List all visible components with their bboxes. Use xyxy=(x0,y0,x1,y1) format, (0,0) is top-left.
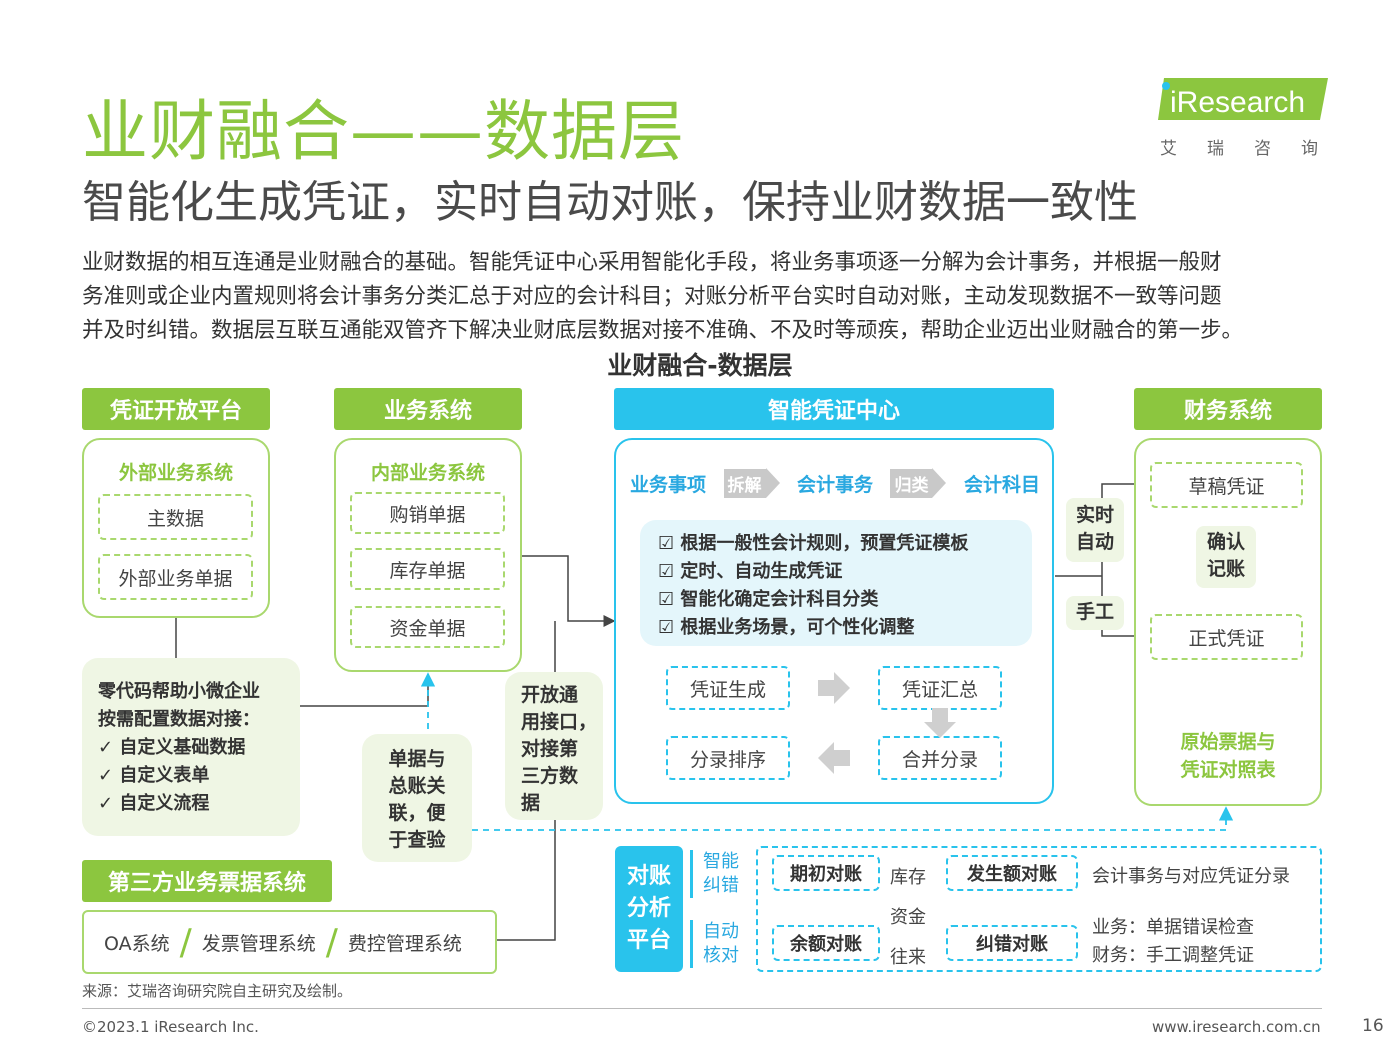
draft-voucher-item: 草稿凭证 xyxy=(1150,462,1303,508)
external-system-label: 外部业务系统 xyxy=(118,462,233,484)
smart-correction-label: 智能 纠错 xyxy=(690,850,739,898)
paragraph-line: 业财数据的相互连通是业财融合的基础。智能凭证中心采用智能化手段，将业务事项逐一分… xyxy=(82,250,1222,275)
third-party-header: 第三方业务票据系统 xyxy=(82,860,332,902)
flow-business-item: 业务事项 xyxy=(630,473,707,496)
arrow-left-icon xyxy=(818,742,850,774)
check-item: ✓ 自定义流程 xyxy=(98,793,210,814)
manual-label: 手工 xyxy=(1066,596,1124,630)
check-item: ☑ 根据业务场景，可个性化调整 xyxy=(658,617,915,638)
arrow-down-icon xyxy=(924,708,956,738)
checkmark-icon: ✓ xyxy=(98,765,120,786)
external-doc-item: 外部业务单据 xyxy=(98,554,253,600)
check-item: ☑ 智能化确定会计科目分类 xyxy=(658,589,879,610)
voucher-generate-item: 凭证生成 xyxy=(666,666,790,710)
diagram-title: 业财融合-数据层 xyxy=(607,351,793,380)
checkbox-icon: ☑ xyxy=(658,617,681,638)
voucher-table-label: 原始票据与 凭证对照表 xyxy=(1180,731,1276,781)
checkmark-icon: ✓ xyxy=(98,737,120,758)
confirm-posting-label: 确认 记账 xyxy=(1196,526,1256,588)
oa-system-item: OA系统 xyxy=(104,932,170,955)
voucher-center-header: 智能凭证中心 xyxy=(614,388,1054,430)
reconcile-categories: 库存 资金 往来 xyxy=(890,867,926,968)
voucher-rules-note: ☑ 根据一般性会计规则，预置凭证模板 ☑ 定时、自动生成凭证 ☑ 智能化确定会计… xyxy=(640,520,1032,646)
flow-accounting-item: 会计事务 xyxy=(796,473,873,496)
paragraph-line: 务准则或企业内置规则将会计事务分类汇总于对应的会计科目；对账分析平台实时自动对账… xyxy=(82,284,1222,309)
website-link[interactable]: www.iresearch.com.cn xyxy=(1152,1018,1321,1036)
expense-system-item: 费控管理系统 xyxy=(347,932,462,955)
checkbox-icon: ☑ xyxy=(658,561,681,582)
voucher-summary-item: 凭证汇总 xyxy=(878,666,1002,710)
footer-divider xyxy=(82,1008,1322,1009)
correction-reconcile-item: 纠错对账 xyxy=(946,925,1078,961)
voucher-flow: 业务事项 拆解 会计事务 归类 会计科目 xyxy=(630,466,1040,500)
paragraph-line: 并及时纠错。数据层互联互通能双管齐下解决业财底层数据对接不准确、不及时等顽疾，帮… xyxy=(82,318,1244,343)
source-note: 来源：艾瑞咨询研究院自主研究及绘制。 xyxy=(82,982,353,1000)
page-subtitle: 智能化生成凭证，实时自动对账，保持业财数据一致性 xyxy=(82,177,1138,228)
page-number: 16 xyxy=(1362,1016,1384,1036)
reconcile-platform-header: 对账 分析 平台 xyxy=(615,846,683,972)
sort-entries-item: 分录排序 xyxy=(666,736,790,780)
intro-paragraph: 业财数据的相互连通是业财融合的基础。智能凭证中心采用智能化手段，将业务事项逐一分… xyxy=(82,246,1337,348)
check-item: ☑ 根据一般性会计规则，预置凭证模板 xyxy=(658,533,969,554)
checkbox-icon: ☑ xyxy=(658,533,681,554)
sales-doc-item: 购销单据 xyxy=(350,492,505,534)
copyright: ©2023.1 iResearch Inc. xyxy=(82,1018,259,1036)
formal-voucher-item: 正式凭证 xyxy=(1150,614,1303,660)
doc-link-note: 单据与 总账关 联，便 于查验 xyxy=(362,734,472,862)
amount-reconcile-desc: 会计事务与对应凭证分录 xyxy=(1092,866,1290,887)
iresearch-logo: iResearch xyxy=(1158,78,1328,120)
page-title: 业财融合——数据层 xyxy=(82,93,685,170)
flow-arrow: 拆解 xyxy=(723,468,780,498)
business-system-header: 业务系统 xyxy=(334,388,522,430)
merge-entries-item: 合并分录 xyxy=(878,736,1002,780)
master-data-item: 主数据 xyxy=(98,494,253,540)
check-item: ☑ 定时、自动生成凭证 xyxy=(658,561,843,582)
slash-divider: / xyxy=(325,921,338,963)
arrow-right-icon xyxy=(818,672,850,704)
slash-divider: / xyxy=(179,921,192,963)
flow-subject-item: 会计科目 xyxy=(963,473,1040,496)
checkmark-icon: ✓ xyxy=(98,793,120,814)
finance-system-header: 财务系统 xyxy=(1134,388,1322,430)
third-party-box: OA系统 / 发票管理系统 / 费控管理系统 xyxy=(82,910,497,974)
logo-text: iResearch xyxy=(1170,86,1305,119)
check-item: ✓ 自定义基础数据 xyxy=(98,737,246,758)
internal-system-label: 内部业务系统 xyxy=(370,462,485,484)
lowcode-line: 零代码帮助小微企业 xyxy=(98,681,260,702)
lowcode-line: 按需配置数据对接： xyxy=(98,709,260,730)
fund-doc-item: 资金单据 xyxy=(350,606,505,648)
check-item: ✓ 自定义表单 xyxy=(98,765,210,786)
balance-reconcile-item: 余额对账 xyxy=(772,925,880,961)
checkbox-icon: ☑ xyxy=(658,589,681,610)
realtime-label: 实时 自动 xyxy=(1066,498,1124,562)
invoice-system-item: 发票管理系统 xyxy=(201,932,316,955)
opening-reconcile-item: 期初对账 xyxy=(772,855,880,891)
open-api-note: 开放通 用接口， 对接第 三方数 据 xyxy=(505,672,603,820)
auto-check-label: 自动 核对 xyxy=(690,920,739,968)
amount-reconcile-item: 发生额对账 xyxy=(946,855,1078,891)
flow-arrow: 归类 xyxy=(890,468,947,498)
correction-reconcile-desc: 业务：单据错误检查 财务：手工调整凭证 xyxy=(1092,917,1254,966)
reconcile-area xyxy=(756,846,1322,972)
inventory-doc-item: 库存单据 xyxy=(350,548,505,590)
lowcode-note: 零代码帮助小微企业 按需配置数据对接： ✓ 自定义基础数据 ✓ 自定义表单 ✓ … xyxy=(82,658,300,836)
voucher-platform-header: 凭证开放平台 xyxy=(82,388,270,430)
logo-subtitle: 艾瑞咨询 xyxy=(1160,139,1348,159)
